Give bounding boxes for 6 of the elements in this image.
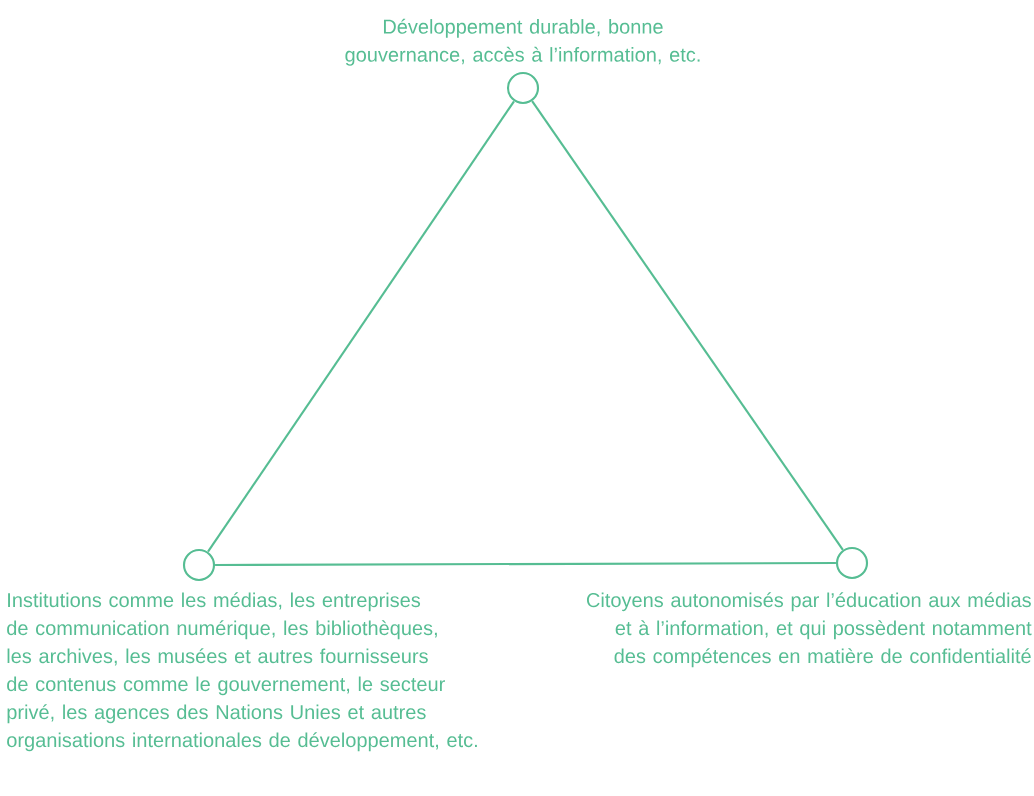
node-caption: Institutions comme les médias, les entreprises de communication numérique, les bibliothèques, les archives, les musées et autres fournisseurs de contenus comme le gouvernement, le secteur privé, les agences des Nations Unies et autres organisations internationales de développement, etc. xyxy=(7,592,477,752)
node-caption: Développement durable, bonne gouvernance, accès à l’information, etc. xyxy=(345,18,700,66)
connector-line xyxy=(207,100,515,553)
node-caption: Citoyens autonomisés par l’éducation aux médias et à l’information, et qui possèdent notamment des compétences en matière de confidentialité xyxy=(587,592,1032,668)
connector-line xyxy=(531,100,844,551)
connector-line xyxy=(215,562,836,567)
